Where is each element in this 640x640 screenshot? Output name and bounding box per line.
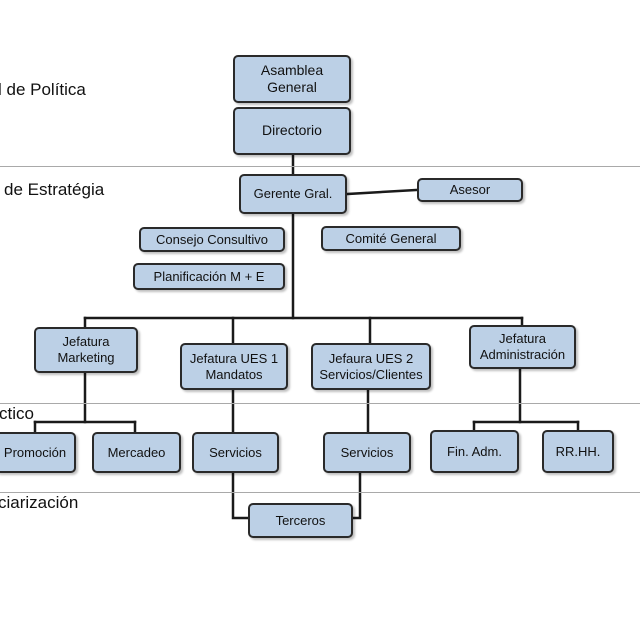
node-mercadeo[interactable]: Mercadeo bbox=[92, 432, 181, 473]
node-jefatura-marketing[interactable]: Jefatura Marketing bbox=[34, 327, 138, 373]
level-label-comercializacion: ciarización bbox=[0, 493, 79, 512]
line-gerente-asesor bbox=[345, 188, 419, 196]
node-promocion[interactable]: Promoción bbox=[0, 432, 76, 473]
node-jefatura-ues1[interactable]: Jefatura UES 1 Mandatos bbox=[180, 343, 288, 390]
node-jefatura-administracion[interactable]: Jefatura Administración bbox=[469, 325, 576, 369]
node-jefatura-ues2[interactable]: Jefaura UES 2 Servicios/Clientes bbox=[311, 343, 431, 390]
node-rrhh[interactable]: RR.HH. bbox=[542, 430, 614, 473]
separator-politica-estrategia bbox=[0, 166, 640, 167]
node-servicios-ues2[interactable]: Servicios bbox=[323, 432, 411, 473]
line-servicios1-terceros bbox=[231, 471, 250, 520]
node-directorio[interactable]: Directorio bbox=[233, 107, 351, 155]
node-comite-general[interactable]: Comité General bbox=[321, 226, 461, 251]
level-label-estrategia: de Estratégia bbox=[4, 180, 105, 199]
node-gerente-general[interactable]: Gerente Gral. bbox=[239, 174, 347, 214]
node-terceros[interactable]: Terceros bbox=[248, 503, 353, 538]
node-asesor[interactable]: Asesor bbox=[417, 178, 523, 202]
level-label-politica: l de Política bbox=[0, 80, 86, 99]
node-planificacion[interactable]: Planificación M + E bbox=[133, 263, 285, 290]
line-servicios2-terceros bbox=[351, 471, 362, 520]
level-label-tactico: ctico bbox=[0, 404, 34, 423]
separator-estrategia-tactico bbox=[0, 403, 640, 404]
separator-tactico-comercializacion bbox=[0, 492, 640, 493]
node-asamblea-general[interactable]: Asamblea General bbox=[233, 55, 351, 103]
node-servicios-ues1[interactable]: Servicios bbox=[192, 432, 279, 473]
node-fin-adm[interactable]: Fin. Adm. bbox=[430, 430, 519, 473]
node-consejo-consultivo[interactable]: Consejo Consultivo bbox=[139, 227, 285, 252]
